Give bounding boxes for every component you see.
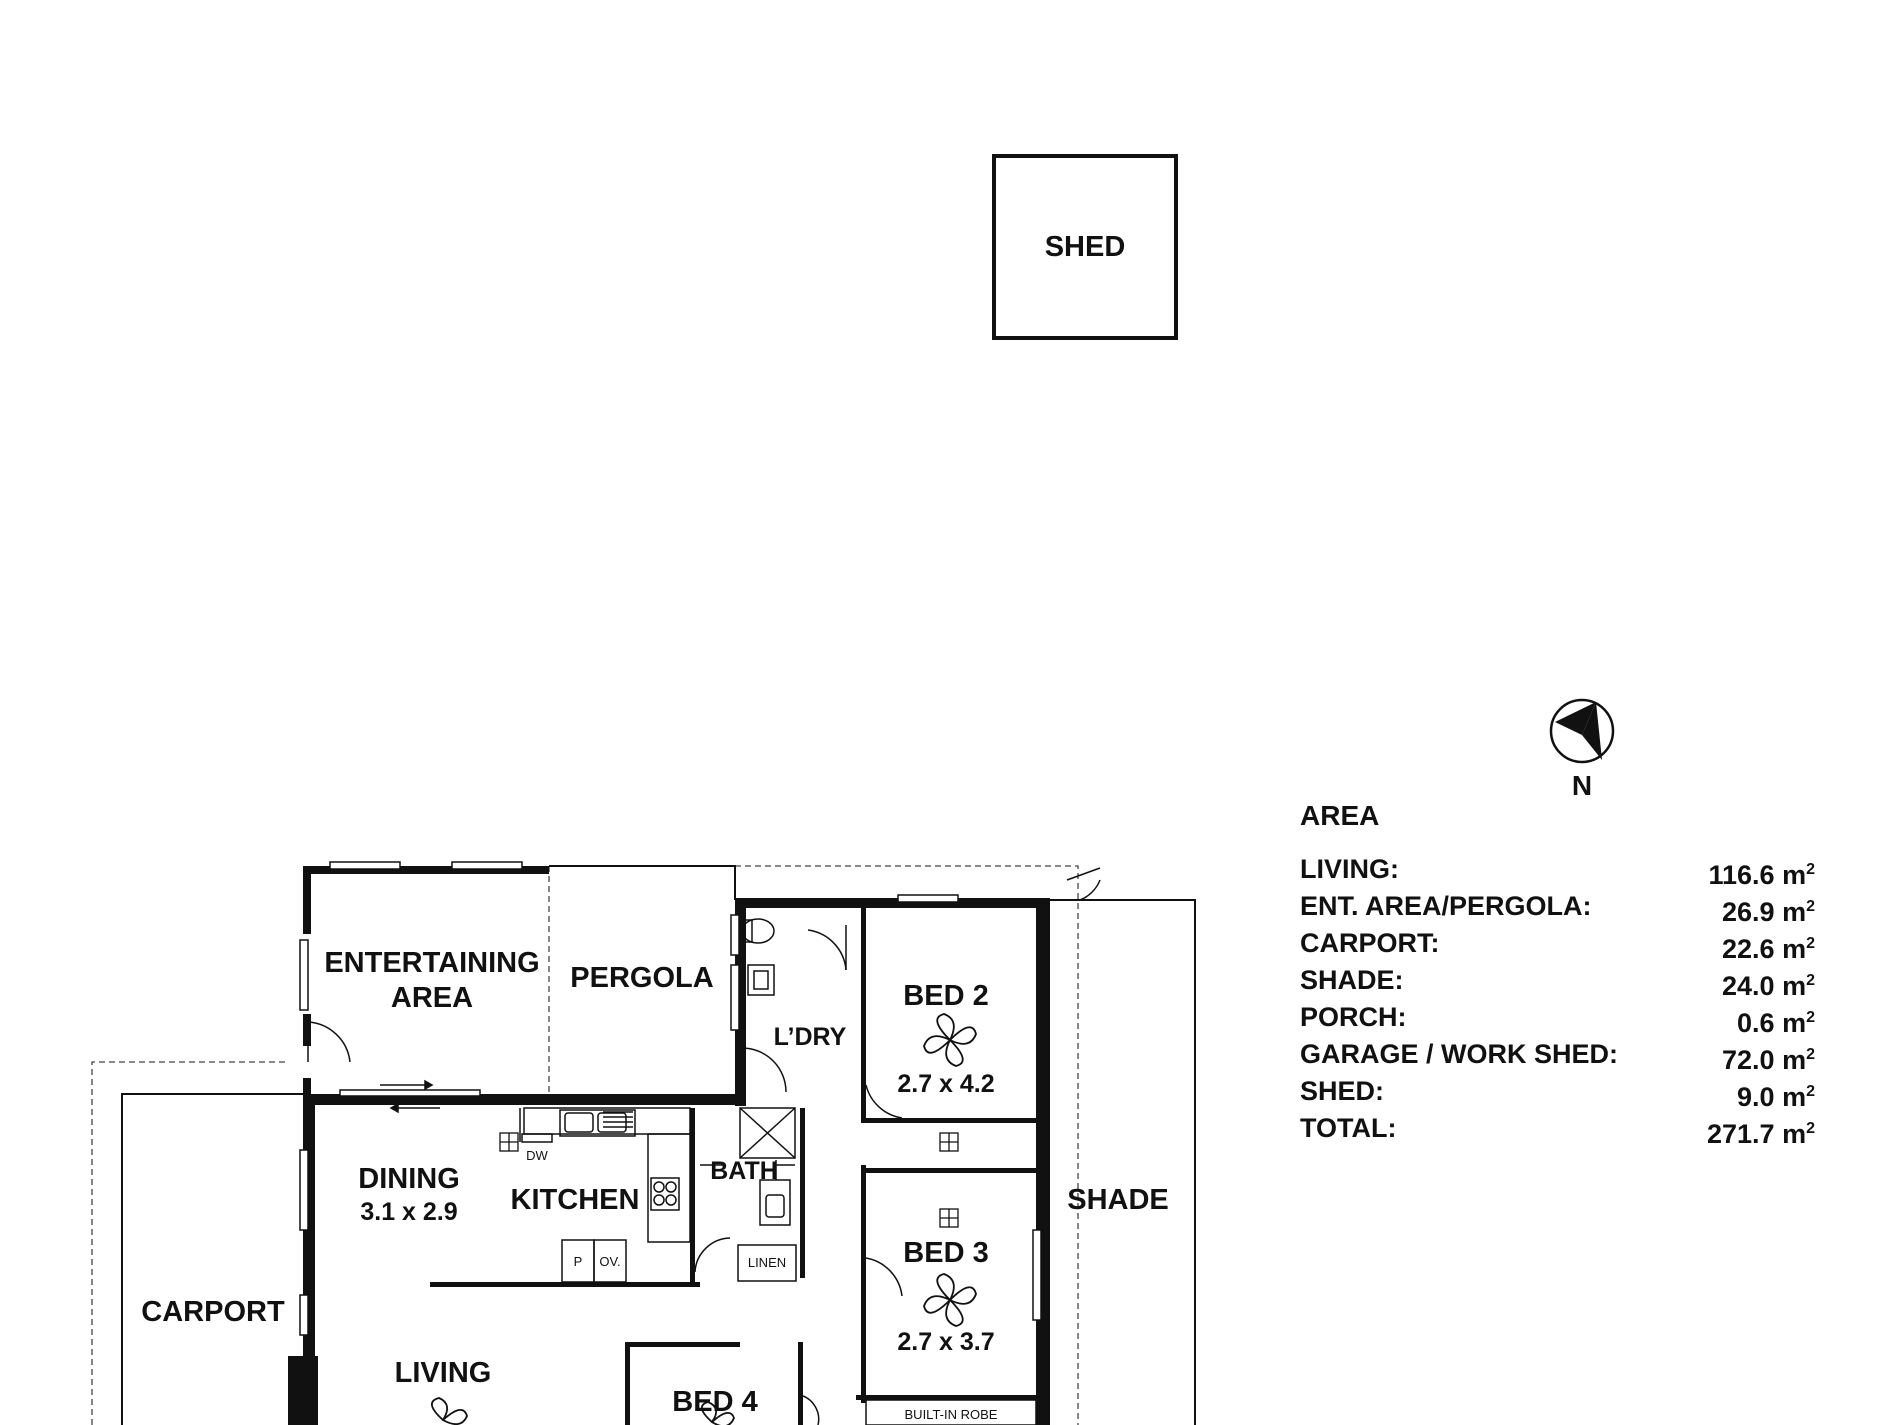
area-row-label: GARAGE / WORK SHED: [1300,1039,1619,1069]
room-label-carport: CARPORT [141,1296,285,1328]
area-row-value: 24.0 m2 [1722,962,1815,1001]
area-row-value: 271.7 m2 [1706,1110,1815,1149]
area-unit-exponent: 2 [1806,1083,1815,1100]
ceiling-fan-icon [701,1401,735,1425]
heater-vent-icon [499,1132,519,1152]
area-row: PORCH: 0.6 m2 [1300,999,1815,1038]
area-unit: m [1782,934,1807,964]
area-row: LIVING: 116.6 m2 [1300,851,1815,890]
ceiling-fan-icon [431,1397,468,1425]
room-dimensions-bed2: 2.7 x 4.2 [897,1070,994,1098]
area-unit: m [1782,1008,1807,1038]
walls [288,866,1050,1425]
pantry-label: P [574,1254,583,1269]
windows [299,861,1042,1336]
room-label-kitchen: KITCHEN [511,1184,640,1216]
area-row-label: SHED: [1300,1076,1385,1106]
room-dimensions-dining: 3.1 x 2.9 [360,1198,457,1226]
area-unit-exponent: 2 [1806,1120,1815,1137]
thin-outlines [121,865,1196,1425]
area-value-number: 22.6 [1722,934,1775,964]
area-row: TOTAL: 271.7 m2 [1300,1110,1815,1149]
area-heading: AREA [1300,800,1380,831]
room-label-shed: SHED [1045,231,1126,263]
room-label-pergola: PERGOLA [570,962,713,994]
area-unit-exponent: 2 [1806,1046,1815,1063]
area-value-number: 72.0 [1722,1045,1775,1075]
area-value-number: 9.0 [1737,1082,1775,1112]
room-label-living: LIVING [395,1357,492,1389]
room-label-entertaining: AREA [391,982,473,1014]
area-unit: m [1782,897,1807,927]
area-unit-exponent: 2 [1806,1009,1815,1026]
area-row: CARPORT: 22.6 m2 [1300,925,1815,964]
room-label-bed2: BED 2 [903,980,988,1012]
area-row-label: TOTAL: [1300,1113,1397,1143]
room-label-bed3: BED 3 [903,1237,988,1269]
room-label-dining: DINING [358,1163,460,1195]
area-row-value: 0.6 m2 [1737,999,1815,1038]
area-unit-exponent: 2 [1806,861,1815,878]
ceiling-fan-icon [923,1273,977,1327]
shed-outline [992,154,1178,340]
area-row: ENT. AREA/PERGOLA: 26.9 m2 [1300,888,1815,927]
laundry-fixtures [741,918,775,996]
area-value-number: 116.6 [1708,860,1775,890]
area-unit-exponent: 2 [1806,972,1815,989]
area-unit-exponent: 2 [1806,935,1815,952]
area-unit: m [1782,971,1807,1001]
heater-vent-icon [939,1208,959,1228]
room-label-shade: SHADE [1067,1184,1169,1216]
area-row-label: ENT. AREA/PERGOLA: [1300,891,1592,921]
area-value-number: 0.6 [1737,1008,1775,1038]
heater-vent-icon [939,1132,959,1152]
room-label-bath: BATH [710,1157,778,1185]
built-in-robe-outline [865,1399,1037,1425]
compass-north-label: N [1572,770,1592,801]
area-unit: m [1782,1045,1807,1075]
area-unit-exponent: 2 [1806,898,1815,915]
area-row-value: 26.9 m2 [1722,888,1815,927]
oven-label: OV. [599,1254,620,1269]
area-row-value: 9.0 m2 [1737,1073,1815,1112]
area-row-value: 72.0 m2 [1722,1036,1815,1075]
area-unit: m [1782,1119,1807,1149]
doors [307,867,1101,1425]
ceiling-fan-icon [923,1013,977,1067]
sliding-door [339,1079,481,1114]
area-row: GARAGE / WORK SHED: 72.0 m2 [1300,1036,1815,1075]
room-dimensions-bed3: 2.7 x 3.7 [897,1328,994,1356]
area-row-label: PORCH: [1300,1002,1407,1032]
area-row-value: 22.6 m2 [1722,925,1815,964]
room-label-laundry: L’DRY [774,1023,847,1051]
compass-icon [1549,698,1615,764]
area-row-value: 116.6 m2 [1708,851,1815,890]
area-value-number: 271.7 [1706,1119,1775,1149]
area-value-number: 26.9 [1722,897,1775,927]
bath-fixtures [700,1107,797,1282]
linen-label: LINEN [748,1255,786,1270]
room-label-bed4: BED 4 [672,1386,757,1418]
dishwasher-label: DW [526,1148,548,1163]
kitchen-fixtures [519,1107,691,1283]
area-row: SHADE: 24.0 m2 [1300,962,1815,1001]
area-row: SHED: 9.0 m2 [1300,1073,1815,1112]
area-row-label: SHADE: [1300,965,1404,995]
area-row-label: LIVING: [1300,854,1399,884]
area-unit: m [1782,1082,1807,1112]
area-unit: m [1782,860,1807,890]
area-row-label: CARPORT: [1300,928,1440,958]
area-value-number: 24.0 [1722,971,1775,1001]
built-in-robe-label: BUILT-IN ROBE [905,1407,998,1422]
room-label-entertaining: ENTERTAINING [324,947,539,979]
dashed-roof-lines [91,865,1079,1425]
